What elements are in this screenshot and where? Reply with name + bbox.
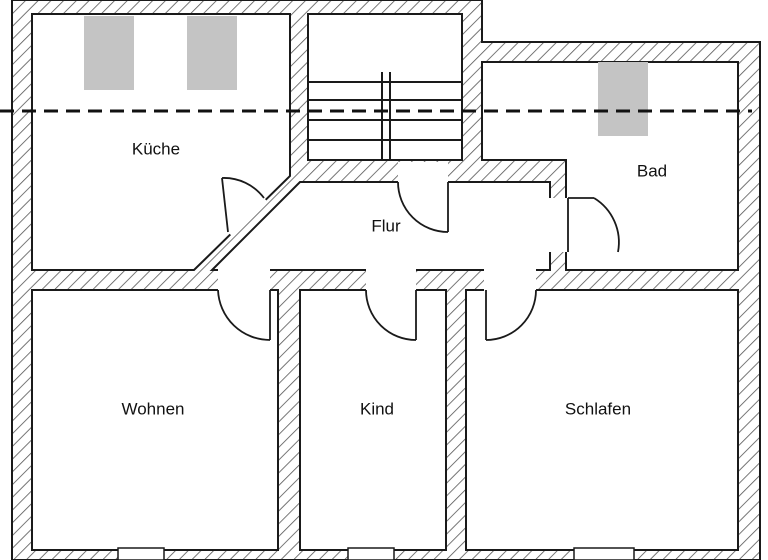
chimneys <box>84 16 648 136</box>
bedroom-floor <box>465 289 739 551</box>
bathroom-door <box>548 197 620 253</box>
room-label-bad: Bad <box>637 161 667 180</box>
hallway-floor <box>209 181 551 271</box>
kids-room-door <box>365 268 417 341</box>
window <box>117 547 165 560</box>
window <box>573 547 635 560</box>
window <box>347 547 395 560</box>
living-room-floor <box>31 289 279 551</box>
kitchen-chimney-left <box>84 16 134 90</box>
room-label-schlafen: Schlafen <box>565 399 631 418</box>
room-label-wohnen: Wohnen <box>121 399 184 418</box>
living-room-door <box>217 268 271 341</box>
stairwell-floor <box>307 13 463 161</box>
room-label-flur: Flur <box>371 216 401 235</box>
kitchen-chimney-right <box>187 16 237 90</box>
kitchen-door <box>221 177 268 236</box>
stair-door <box>397 162 449 233</box>
doors <box>217 162 620 341</box>
kids-room-floor <box>299 289 447 551</box>
room-label-kind: Kind <box>360 399 394 418</box>
bedroom-door <box>484 268 537 341</box>
bathroom-floor <box>481 61 739 271</box>
windows <box>117 547 635 560</box>
staircase <box>308 72 462 160</box>
bathroom-chimney <box>598 62 648 136</box>
room-label-kueche: Küche <box>132 139 180 158</box>
room-labels: Küche Bad Flur Wohnen Kind Schlafen <box>121 139 667 418</box>
